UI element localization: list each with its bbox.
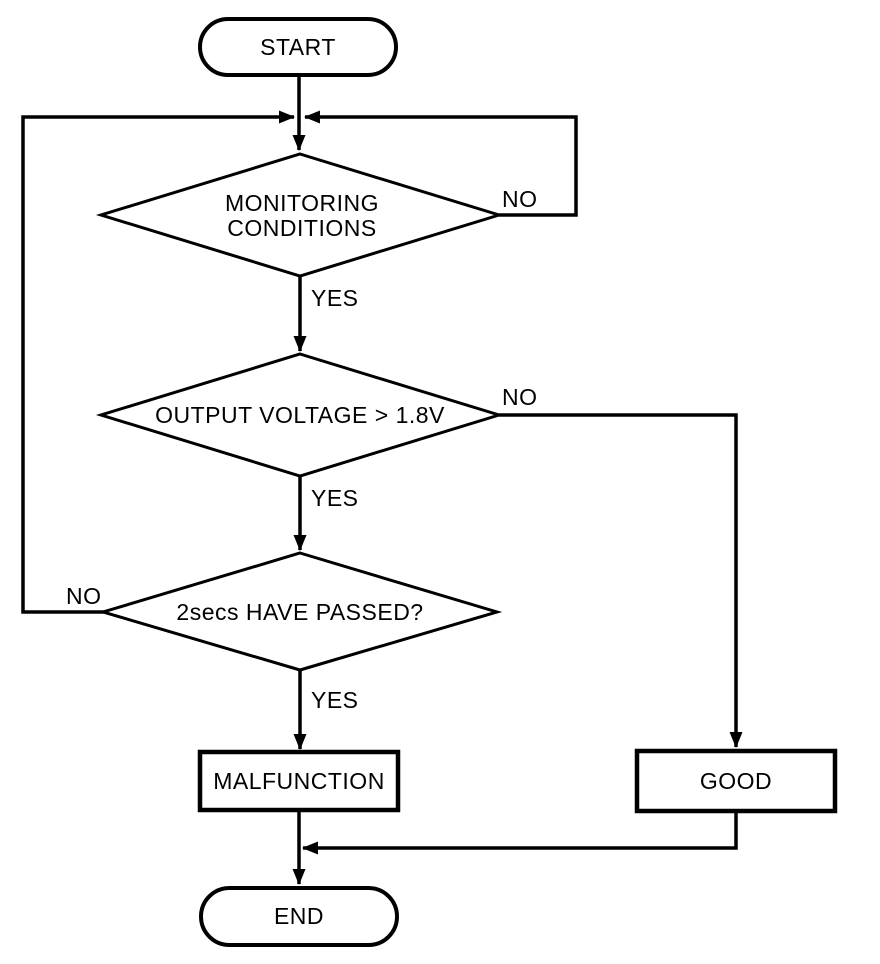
monitoring-conditions-label-line1: MONITORING	[225, 190, 379, 216]
edge-twosecs-no-loop	[21, 110, 295, 614]
twosecs-no-label: NO	[66, 583, 102, 609]
edge-voltage-no-to-good	[499, 413, 743, 748]
output-voltage-diamond-shape	[95, 352, 505, 478]
two-secs-passed-label: 2secs HAVE PASSED?	[176, 599, 423, 625]
malfunction-box-shape	[197, 749, 401, 813]
twosecs-yes-label: YES	[311, 687, 359, 713]
node-end: END	[199, 886, 399, 947]
monitoring-conditions-label-line2: CONDITIONS	[227, 215, 376, 241]
node-malfunction: MALFUNCTION	[197, 749, 401, 813]
node-two-secs-passed: 2secs HAVE PASSED?	[97, 551, 503, 672]
good-box-shape	[634, 748, 838, 814]
end-terminator-shape	[199, 886, 399, 947]
node-good: GOOD	[634, 748, 838, 814]
node-output-voltage: OUTPUT VOLTAGE > 1.8V	[95, 352, 505, 478]
monitoring-yes-label: YES	[311, 285, 359, 311]
node-monitoring-conditions: MONITORING CONDITIONS	[95, 152, 505, 278]
edge-good-to-end-merge	[302, 811, 738, 855]
edge-monitoring-no-loop	[304, 110, 578, 217]
start-terminator-shape	[198, 17, 398, 77]
output-voltage-label: OUTPUT VOLTAGE > 1.8V	[155, 402, 445, 428]
end-label: END	[274, 903, 324, 929]
two-secs-passed-diamond-shape	[97, 551, 503, 672]
edge-labels: NO YES NO YES NO YES	[66, 186, 538, 713]
good-label: GOOD	[700, 768, 772, 794]
monitoring-no-label: NO	[502, 186, 538, 212]
connectors	[21, 75, 743, 885]
voltage-no-label: NO	[502, 384, 538, 410]
start-label: START	[260, 34, 336, 60]
malfunction-label: MALFUNCTION	[213, 768, 385, 794]
voltage-yes-label: YES	[311, 485, 359, 511]
node-start: START	[198, 17, 398, 77]
monitoring-conditions-diamond-shape	[95, 152, 505, 278]
